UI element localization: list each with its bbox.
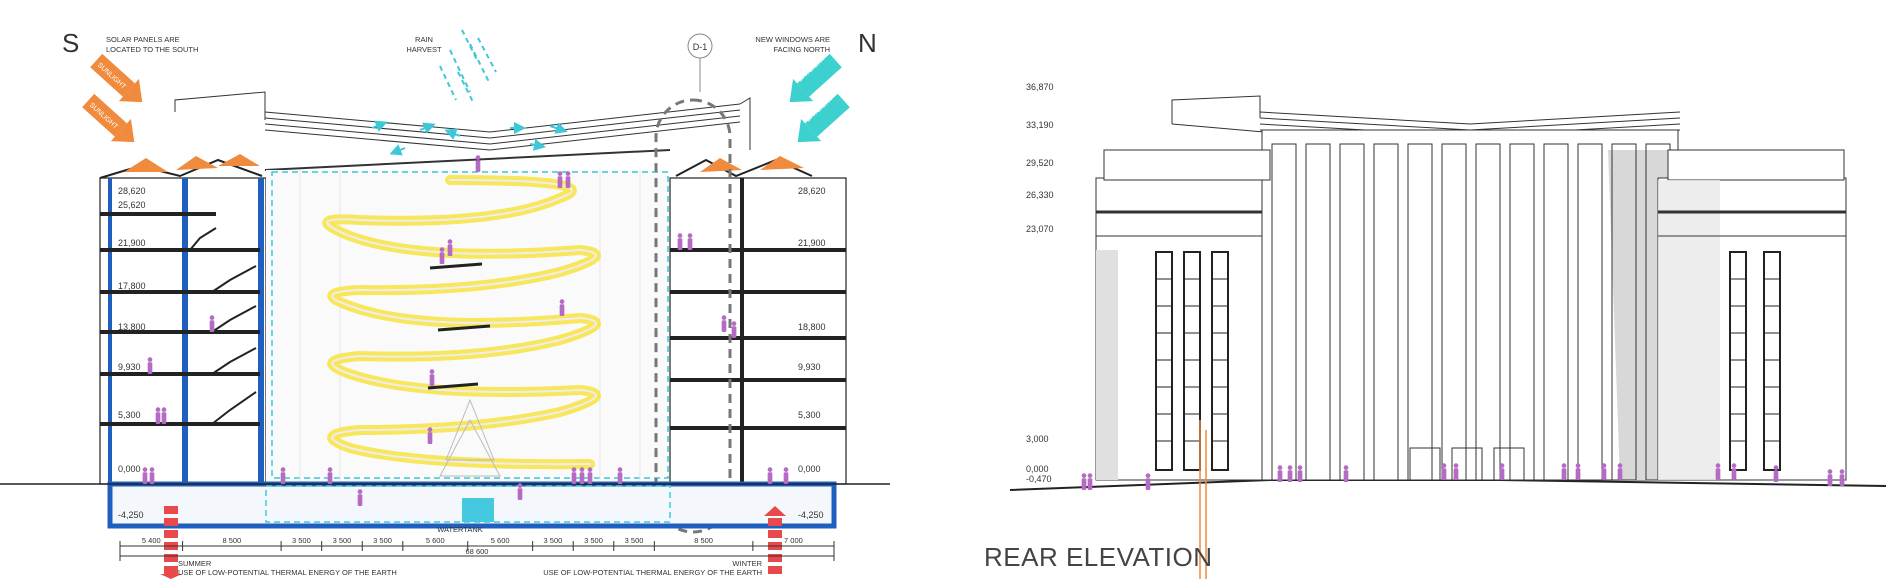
summer-title: SUMMER [178, 559, 212, 568]
elev-level-5: 3,000 [1026, 434, 1049, 444]
spiral-ramp [322, 175, 601, 470]
ground-line [1009, 479, 1886, 491]
atrium [266, 170, 670, 484]
dimension-10: 8 500 [694, 536, 713, 545]
elevation-left-tower [1095, 149, 1271, 481]
building-section: S N SOLAR PANELS ARE LOCATED TO THE SOUT… [0, 28, 890, 579]
elev-level-1: 33,190 [1026, 120, 1054, 130]
level-left-1: 25,620 [118, 200, 146, 210]
compass-south: S [62, 28, 79, 58]
level-right-0: 28,620 [798, 186, 826, 196]
rain-collection-arrows [371, 120, 568, 156]
dimension-chain: 5 400 8 500 3 500 3 500 3 500 5 600 5 600 3 500… [119, 536, 835, 561]
dimension-6: 5 600 [491, 536, 510, 545]
level-left-6: 5,300 [118, 410, 141, 420]
sunlight-arrows: SUNLIGHT SUNLIGHT [82, 53, 143, 143]
dimension-11: 7 000 [784, 536, 803, 545]
dimension-3: 3 500 [333, 536, 352, 545]
dimension-8: 3 500 [584, 536, 603, 545]
level-right-1: 21,900 [798, 238, 826, 248]
daylight-arrows: DAYLIGHT DAYLIGHT [789, 53, 850, 143]
compass-north: N [858, 28, 877, 58]
total-dimension: 68 600 [466, 547, 489, 556]
level-right-2: 18,800 [798, 322, 826, 332]
level-left-0: 28,620 [118, 186, 146, 196]
rain-icon [439, 29, 497, 105]
summer-desc: USE OF LOW-POTENTIAL THERMAL ENERGY OF T… [178, 568, 397, 577]
elev-level-6: 0,000 [1026, 464, 1049, 474]
dimension-9: 3 500 [625, 536, 644, 545]
dimension-1: 8 500 [222, 536, 241, 545]
elevation-right-tower [1657, 149, 1847, 481]
winter-desc: USE OF LOW-POTENTIAL THERMAL ENERGY OF T… [543, 568, 762, 577]
dimension-0: 5 400 [142, 536, 161, 545]
note-rain-line1: RAIN [415, 35, 433, 44]
level-left-7: 0,000 [118, 464, 141, 474]
level-right-5: 0,000 [798, 464, 821, 474]
elev-level-0: 36,870 [1026, 82, 1054, 92]
people-figures [142, 155, 789, 506]
level-left-2: 21,900 [118, 238, 146, 248]
note-rain-line2: HARVEST [406, 45, 442, 54]
atrium-roof [174, 91, 751, 171]
level-left-5: 9,930 [118, 362, 141, 372]
elev-level-3: 26,330 [1026, 190, 1054, 200]
watertank-box [462, 498, 494, 522]
level-left-4: 13,800 [118, 322, 146, 332]
watertank-label: WATERTANK [437, 525, 483, 534]
note-solar-line2: LOCATED TO THE SOUTH [106, 45, 198, 54]
elevation-center-block [1261, 129, 1679, 481]
elev-level-7: -0,470 [1026, 474, 1052, 484]
level-right-6: -4,250 [798, 510, 824, 520]
level-right-3: 9,930 [798, 362, 821, 372]
detail-tag: D-1 [693, 42, 708, 52]
levels-right: 28,620 21,900 18,800 9,930 5,300 0,000 -… [798, 186, 826, 520]
right-wing [669, 156, 847, 485]
note-windows-line2: FACING NORTH [773, 45, 830, 54]
winter-title: WINTER [732, 559, 762, 568]
levels-left: 28,620 25,620 21,900 17,800 13,800 9,930… [118, 186, 146, 520]
level-right-4: 5,300 [798, 410, 821, 420]
elevation-levels: 36,870 33,190 29,520 26,330 23,070 3,000… [1026, 82, 1054, 484]
elev-level-2: 29,520 [1026, 158, 1054, 168]
rear-elevation: 36,870 33,190 29,520 26,330 23,070 3,000… [984, 82, 1886, 579]
elevation-people-figures [1081, 463, 1845, 490]
basement: WATERTANK [0, 481, 890, 534]
dimension-5: 5 600 [426, 536, 445, 545]
detail-d1-outline [654, 98, 732, 534]
level-left-8: -4,250 [118, 510, 144, 520]
elevation-title: REAR ELEVATION [984, 542, 1213, 572]
dimension-7: 3 500 [544, 536, 563, 545]
level-left-3: 17,800 [118, 281, 146, 291]
note-windows-line1: NEW WINDOWS ARE [755, 35, 830, 44]
dimension-4: 3 500 [373, 536, 392, 545]
elev-level-4: 23,070 [1026, 224, 1054, 234]
dimension-2: 3 500 [292, 536, 311, 545]
note-solar-line1: SOLAR PANELS ARE [106, 35, 180, 44]
